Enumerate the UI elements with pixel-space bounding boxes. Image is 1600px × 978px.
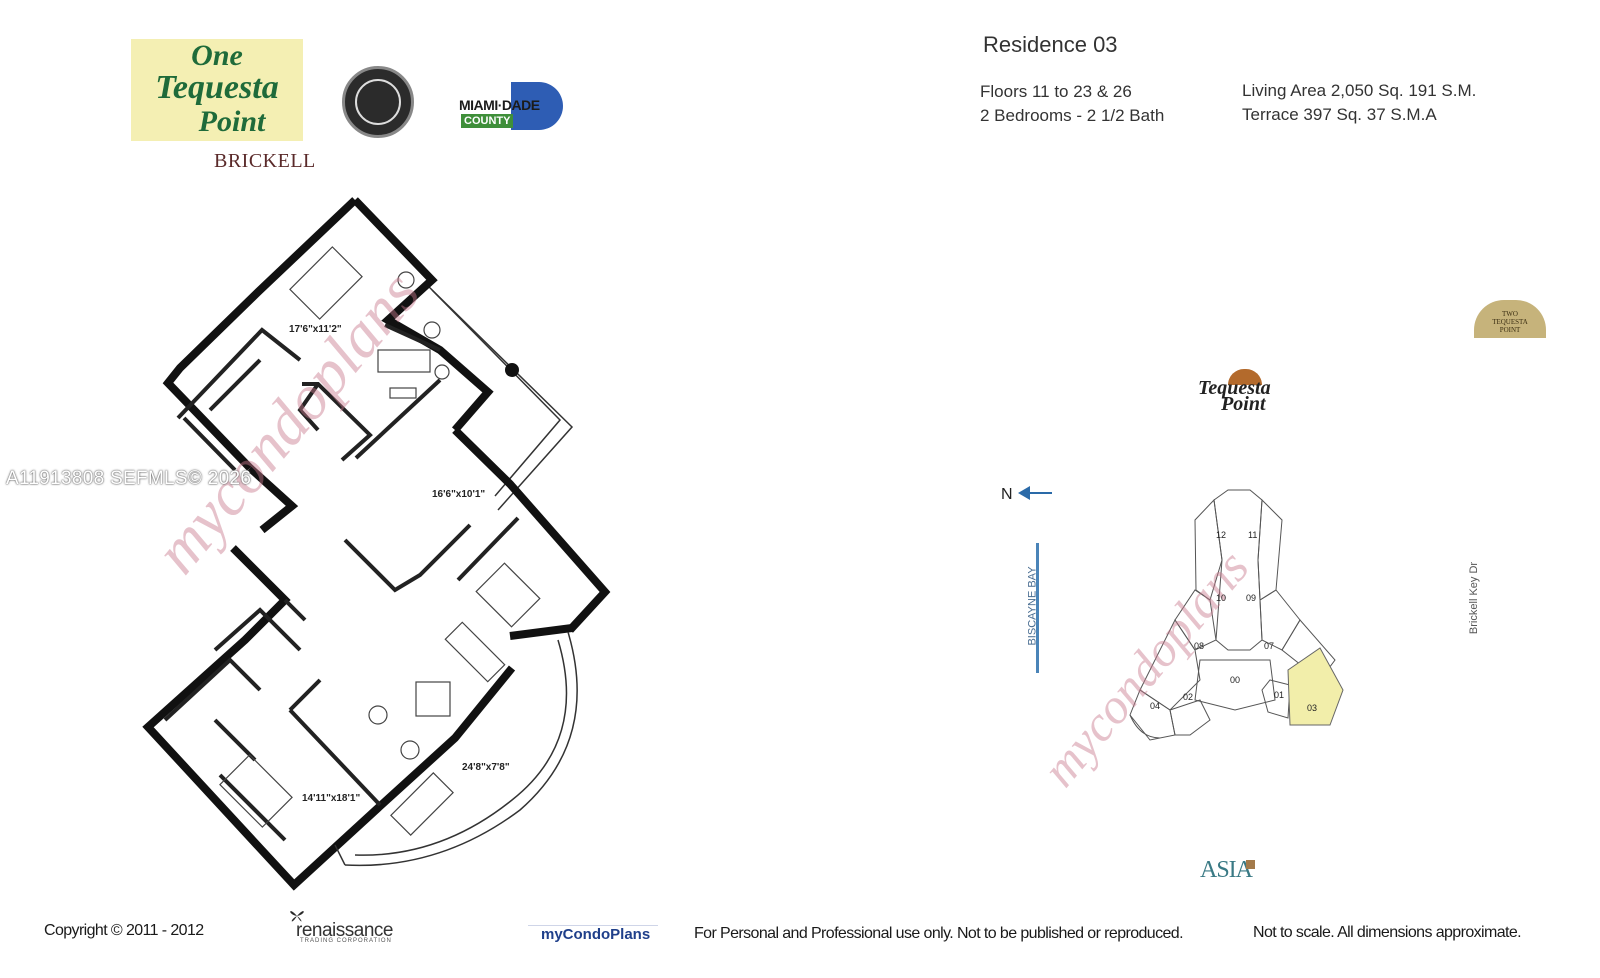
county-badge: COUNTY xyxy=(461,114,514,128)
dimension-kitchen: 16'6"x10'1" xyxy=(432,489,486,500)
bedrooms-info: 2 Bedrooms - 2 1/2 Bath xyxy=(980,106,1165,125)
unit-label: 12 xyxy=(1216,530,1227,540)
unit-label: 07 xyxy=(1264,641,1275,651)
unit-label: 00 xyxy=(1230,675,1241,685)
unit-label: 11 xyxy=(1248,530,1258,540)
dimension-bedroom-2: 14'11"x18'1" xyxy=(302,793,361,804)
miami-dade-word: MIAMI·DADE xyxy=(459,97,540,113)
north-arrow-icon xyxy=(1022,492,1052,494)
renaissance-logo: renaissance xyxy=(296,920,393,941)
tq-small-line2: Point xyxy=(1221,393,1266,415)
scale-notice: Not to scale. All dimensions approximate… xyxy=(1253,924,1522,941)
logo-word-one: One xyxy=(191,39,243,72)
mycondoplans-logo: myCondoPlans xyxy=(541,926,651,943)
unit-label: 02 xyxy=(1183,692,1194,702)
tq-small-line1: Tequesta xyxy=(1198,377,1271,399)
bay-line xyxy=(1036,543,1039,673)
brickell-label: BRICKELL xyxy=(214,150,316,172)
unit-label: 04 xyxy=(1150,701,1161,711)
city-of-miami-seal-icon xyxy=(342,66,414,138)
copyright-text: Copyright © 2011 - 2012 xyxy=(44,922,204,939)
mls-watermark: A11913808 SEFMLS© 2026 xyxy=(6,468,252,489)
residence-title: Residence 03 xyxy=(983,32,1118,57)
two-tq-line3: POINT xyxy=(1499,326,1521,334)
unit-label: 09 xyxy=(1246,593,1257,603)
unit-label: 08 xyxy=(1194,641,1205,651)
miami-dade-d-icon xyxy=(511,82,563,130)
tequesta-point-dome-icon xyxy=(1228,369,1262,385)
miami-dade-logo: MIAMI·DADE COUNTY xyxy=(459,82,564,130)
north-label: N xyxy=(1001,486,1013,503)
logo-word-point: Point xyxy=(198,105,266,138)
floors-info: Floors 11 to 23 & 26 xyxy=(980,82,1132,101)
renaissance-subtitle: TRADING CORPORATION xyxy=(300,938,392,944)
skyline-line xyxy=(528,925,658,926)
tequesta-point-small-logo: Tequesta Point xyxy=(1198,377,1271,415)
one-tequesta-point-logo: One Tequesta Point xyxy=(131,39,303,141)
terrace-info: Terrace 397 Sq. 37 S.M.A xyxy=(1242,105,1437,124)
usage-notice: For Personal and Professional use only. … xyxy=(694,925,1184,942)
unit-label: 10 xyxy=(1216,593,1227,603)
unit-label-highlighted: 03 xyxy=(1307,703,1318,713)
north-arrowhead-icon xyxy=(1018,486,1030,500)
asia-logo: ASIA xyxy=(1200,857,1253,883)
dimension-terrace: 24'8"x7'8" xyxy=(462,762,510,773)
dimension-master-bedroom: 17'6"x11'2" xyxy=(289,324,342,335)
biscayne-bay-label: BISCAYNE BAY xyxy=(1026,566,1039,646)
living-area-info: Living Area 2,050 Sq. 191 S.M. xyxy=(1242,81,1477,100)
brickell-key-dr-label: Brickell Key Dr xyxy=(1468,561,1481,635)
unit-03-highlight xyxy=(1287,647,1344,726)
two-tq-line1: TWO xyxy=(1502,310,1518,318)
asia-badge-icon xyxy=(1246,860,1255,869)
two-tq-line2: TEQUESTA xyxy=(1492,318,1528,326)
logo-word-tequesta: Tequesta xyxy=(155,69,279,106)
unit-label: 01 xyxy=(1274,690,1285,700)
renaissance-butterfly-icon xyxy=(290,911,304,922)
two-tequesta-point-logo: TWO TEQUESTA POINT xyxy=(1474,300,1546,338)
